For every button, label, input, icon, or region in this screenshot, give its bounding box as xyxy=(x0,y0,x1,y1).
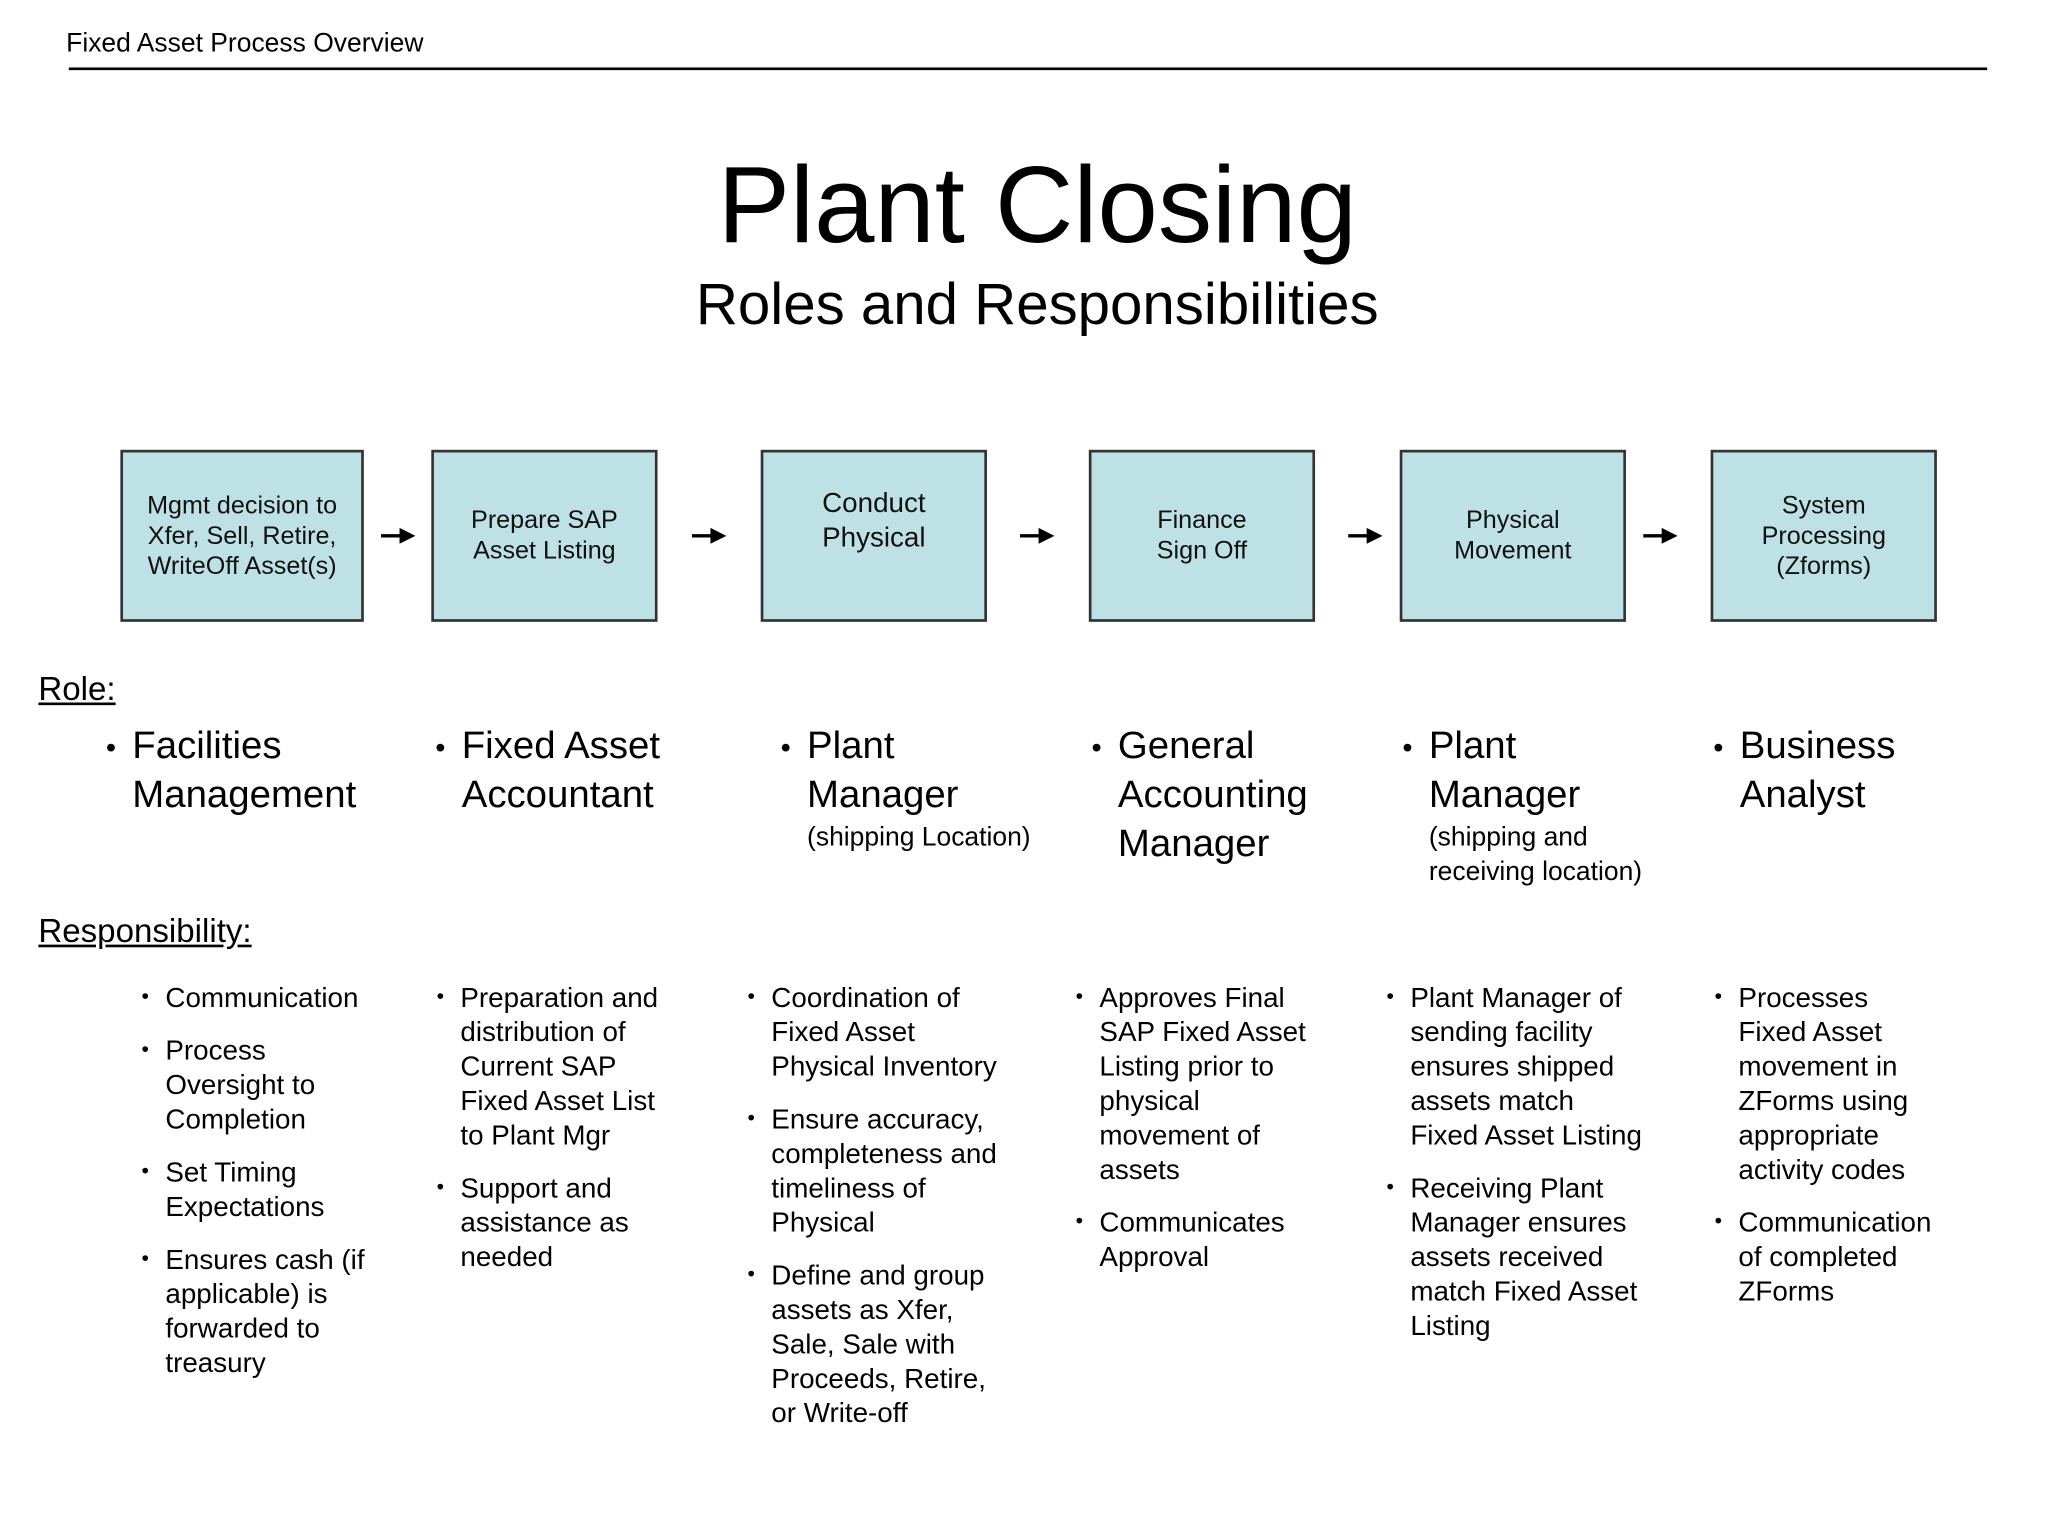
responsibility-list-3: • Coordination of Fixed Asset Physical In… xyxy=(747,982,1012,1450)
responsibility-text: Approves Final SAP Fixed Asset Listing p… xyxy=(1099,982,1306,1186)
bullet-icon: • xyxy=(105,730,117,764)
responsibility-list-2: • Preparation and distribution of Current… xyxy=(437,982,702,1294)
header-divider xyxy=(68,67,1988,71)
responsibility-text: Set Timing Expectations xyxy=(165,1157,325,1223)
responsibility-list-5: • Plant Manager of sending facility ensur… xyxy=(1387,982,1652,1363)
bullet-icon: • xyxy=(1386,1176,1394,1199)
bullet-icon: • xyxy=(1714,1210,1723,1234)
list-item: • Receiving Plant Manager ensures assets … xyxy=(1387,1172,1652,1344)
bullet-icon: • xyxy=(141,1038,149,1062)
role-name: Fixed Asset Accountant xyxy=(461,725,661,817)
process-step-mgmt-decision: Mgmt decision to Xfer, Sell, Retire, Wri… xyxy=(120,449,364,622)
responsibility-text: Define and group assets as Xfer, Sale, S… xyxy=(771,1260,986,1429)
process-step-finance-signoff: Finance Sign Off xyxy=(1088,449,1316,622)
bullet-icon: • xyxy=(1713,730,1724,764)
bullet-icon: • xyxy=(141,985,149,1009)
page-subtitle: Roles and Responsibilities xyxy=(695,272,1379,338)
list-item: • Ensures cash (if applicable) is forward… xyxy=(142,1244,407,1382)
header-title: Fixed Asset Process Overview xyxy=(66,29,424,59)
list-item: • Coordination of Fixed Asset Physical In… xyxy=(747,982,1012,1085)
page-title: Plant Closing xyxy=(717,145,1357,266)
role-name: General Accounting Manager xyxy=(1117,725,1308,866)
role-note: (shipping Location) xyxy=(807,822,1031,853)
role-name: Facilities Management xyxy=(132,725,357,817)
list-item: • Set Timing Expectations xyxy=(142,1156,407,1225)
list-item: • Communicates Approval xyxy=(1076,1207,1341,1276)
responsibility-text: Processes Fixed Asset movement in ZForms… xyxy=(1738,982,1909,1186)
responsibility-list-1: • Communication • Process Oversight to Com… xyxy=(142,982,407,1400)
responsibility-text: Communicates Approval xyxy=(1099,1207,1285,1273)
role-name: Plant Manager xyxy=(1428,725,1581,817)
bullet-icon: • xyxy=(1075,985,1084,1009)
role-note: (shipping and receiving location) xyxy=(1428,822,1643,887)
responsibility-text: Support and assistance as needed xyxy=(460,1173,629,1273)
list-item: • Support and assistance as needed xyxy=(437,1172,702,1275)
bullet-icon: • xyxy=(436,1176,445,1199)
bullet-icon: • xyxy=(141,1247,149,1271)
responsibility-heading: Responsibility: xyxy=(38,912,252,950)
role-heading: Role: xyxy=(38,670,116,708)
arrow-right-icon xyxy=(381,527,416,544)
bullet-icon: • xyxy=(747,1263,755,1286)
responsibility-text: Receiving Plant Manager ensures assets r… xyxy=(1410,1173,1638,1342)
responsibility-list-4: • Approves Final SAP Fixed Asset Listing … xyxy=(1076,982,1341,1294)
role-name: Plant Manager xyxy=(807,725,959,817)
responsibility-text: Preparation and distribution of Current … xyxy=(460,982,659,1152)
process-step-physical-movement: Physical Movement xyxy=(1399,449,1626,622)
list-item: • Plant Manager of sending facility ensur… xyxy=(1387,982,1652,1154)
responsibility-list-6: • Processes Fixed Asset movement in ZForm… xyxy=(1715,982,1980,1329)
list-item: • Define and group assets as Xfer, Sale, … xyxy=(747,1259,1012,1431)
responsibility-text: Ensure accuracy, completeness and timeli… xyxy=(771,1104,997,1239)
arrow-right-icon xyxy=(1643,527,1678,544)
bullet-icon: • xyxy=(1091,730,1102,764)
arrow-right-icon xyxy=(691,527,727,544)
process-step-conduct-physical: Conduct Physical xyxy=(760,449,987,622)
list-item: • Process Oversight to Completion xyxy=(142,1035,407,1138)
process-step-system-processing: System Processing (Zforms) xyxy=(1710,449,1937,622)
arrow-right-icon xyxy=(1020,527,1055,544)
bullet-icon: • xyxy=(435,730,446,764)
responsibility-text: Communication of completed ZForms xyxy=(1738,1207,1932,1308)
responsibility-text: Communication xyxy=(165,982,359,1014)
bullet-icon: • xyxy=(1402,730,1413,764)
list-item: • Preparation and distribution of Current… xyxy=(437,982,702,1154)
bullet-icon: • xyxy=(1714,985,1723,1009)
bullet-icon: • xyxy=(1386,985,1394,1009)
list-item: • Communication xyxy=(142,982,407,1016)
list-item: • Approves Final SAP Fixed Asset Listing … xyxy=(1076,982,1341,1188)
bullet-icon: • xyxy=(141,1160,149,1183)
bullet-icon: • xyxy=(436,985,445,1009)
bullet-icon: • xyxy=(1075,1210,1084,1234)
arrow-right-icon xyxy=(1348,527,1383,544)
role-name: Business Analyst xyxy=(1739,725,1896,817)
bullet-icon: • xyxy=(780,730,791,764)
bullet-icon: • xyxy=(747,985,755,1009)
list-item: • Ensure accuracy, completeness and timel… xyxy=(747,1103,1012,1241)
list-item: • Communication of completed ZForms xyxy=(1715,1207,1980,1310)
responsibility-text: Coordination of Fixed Asset Physical Inv… xyxy=(771,982,997,1083)
responsibility-text: Ensures cash (if applicable) is forwarde… xyxy=(165,1244,365,1379)
list-item: • Processes Fixed Asset movement in ZForm… xyxy=(1715,982,1980,1188)
responsibility-text: Plant Manager of sending facility ensure… xyxy=(1410,982,1642,1152)
responsibility-text: Process Oversight to Completion xyxy=(165,1035,316,1136)
process-step-prepare-listing: Prepare SAP Asset Listing xyxy=(431,449,658,622)
bullet-icon: • xyxy=(747,1107,755,1130)
